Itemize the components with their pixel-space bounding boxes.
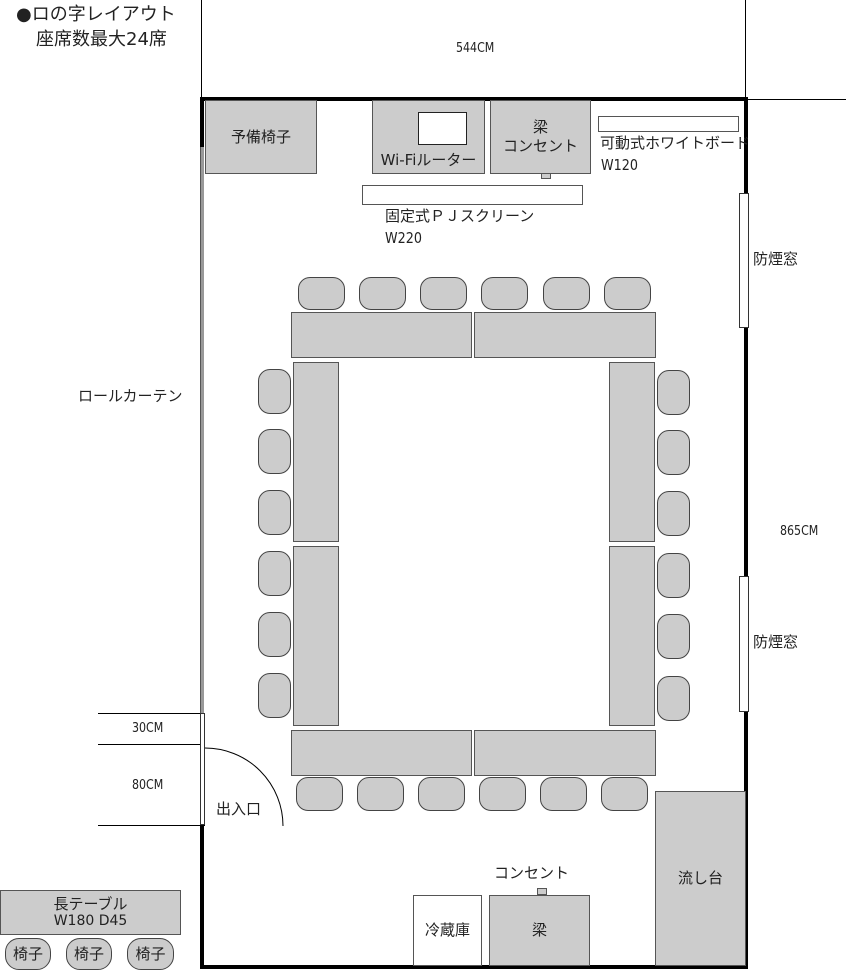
beam-label: 梁 <box>532 118 548 137</box>
sink: 流し台 <box>655 791 746 966</box>
entrance-label: 出入口 <box>216 800 262 818</box>
wifi-router-label: Wi-Fiルーター <box>380 151 477 169</box>
table <box>609 546 655 726</box>
legend-long-table: 長テーブル W180 D45 <box>0 890 181 935</box>
chair <box>543 277 590 310</box>
pj-screen-label: 固定式ＰＪスクリーン <box>385 207 535 225</box>
dimension-line <box>98 825 205 826</box>
wall-left <box>200 97 204 147</box>
seat-count: 座席数最大24席 <box>36 29 167 50</box>
chair <box>359 277 406 310</box>
table <box>474 312 656 358</box>
wifi-router-area: Wi-Fiルーター <box>372 100 485 174</box>
dimension-line <box>98 744 205 745</box>
legend-chair: 椅子 <box>127 938 174 970</box>
whiteboard-label: 可動式ホワイトボード <box>600 134 751 152</box>
chair <box>258 551 291 596</box>
chair <box>657 491 690 536</box>
chair <box>258 429 291 474</box>
chair <box>657 676 690 721</box>
width-dimension: 544CM <box>456 41 495 56</box>
outlet-label: コンセント <box>502 137 578 155</box>
smoke-window-label: 防煙窓 <box>753 633 799 651</box>
chair <box>481 277 528 310</box>
roll-curtain <box>200 147 204 713</box>
wall-right <box>744 328 748 576</box>
table <box>291 312 472 358</box>
table <box>291 730 472 776</box>
depth-dimension: 865CM <box>780 524 819 539</box>
door-frame <box>200 713 205 825</box>
smoke-window-label: 防煙窓 <box>753 250 799 268</box>
door-dimension: 80CM <box>132 778 164 793</box>
legend-table-label: 長テーブル <box>53 895 128 914</box>
chair <box>657 614 690 659</box>
table <box>474 730 656 776</box>
chair <box>357 777 404 811</box>
wifi-router-icon <box>418 112 467 145</box>
wall-left-lower <box>200 825 204 967</box>
chair <box>540 777 587 811</box>
chair <box>258 490 291 535</box>
table <box>609 362 655 542</box>
gap-dimension: 30CM <box>132 721 164 736</box>
chair <box>657 430 690 475</box>
chair <box>418 777 465 811</box>
refrigerator: 冷蔵庫 <box>413 895 482 966</box>
outlet-icon <box>537 888 547 895</box>
wall-right <box>744 712 748 968</box>
legend-table-size: W180 D45 <box>53 913 128 930</box>
chair <box>258 673 291 718</box>
chair <box>420 277 467 310</box>
legend-chair: 椅子 <box>66 938 112 970</box>
whiteboard-width: W120 <box>601 156 638 174</box>
chair <box>258 612 291 657</box>
smoke-window <box>739 193 749 328</box>
layout-title: ●ロの字レイアウト <box>16 4 176 25</box>
chair <box>657 553 690 598</box>
dimension-line <box>747 99 846 100</box>
dimension-line <box>745 0 746 98</box>
whiteboard <box>598 116 739 132</box>
pj-screen <box>362 185 583 205</box>
chair <box>604 277 651 310</box>
pj-screen-width: W220 <box>385 229 422 247</box>
chair <box>601 777 648 811</box>
spare-chairs: 予備椅子 <box>205 100 317 174</box>
smoke-window <box>739 576 749 712</box>
chair <box>657 370 690 415</box>
table <box>293 546 339 726</box>
dimension-line <box>201 0 202 98</box>
wall-bottom <box>200 965 748 969</box>
chair <box>479 777 526 811</box>
table <box>293 362 339 542</box>
beam-top: 梁 コンセント <box>490 100 591 174</box>
beam-bottom: 梁 <box>489 895 590 966</box>
wall-right <box>744 97 748 193</box>
legend-chair: 椅子 <box>5 938 51 970</box>
chair <box>298 277 345 310</box>
roll-curtain-label: ロールカーテン <box>78 387 183 405</box>
outlet-icon <box>541 173 551 179</box>
dimension-line <box>98 713 205 714</box>
wall-top <box>200 97 748 101</box>
chair <box>258 369 291 414</box>
chair <box>296 777 343 811</box>
outlet-label: コンセント <box>494 864 570 882</box>
